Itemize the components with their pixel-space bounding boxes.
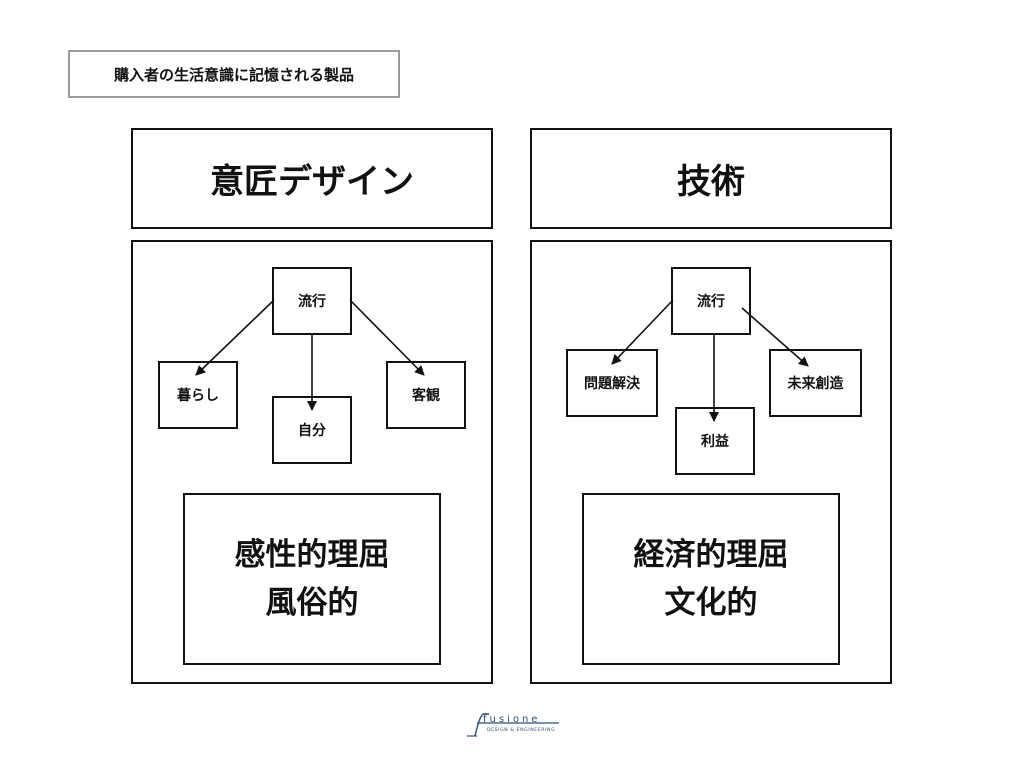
design-title: 意匠デザイン (131, 128, 493, 229)
design-node-trend: 流行 (272, 267, 352, 335)
tech-node-future-creation: 未来創造 (769, 349, 862, 417)
svg-text:fusione: fusione (483, 714, 540, 725)
tech-node-profit: 利益 (675, 407, 755, 475)
design-node-self: 自分 (272, 396, 352, 464)
tech-summary-line2: 文化的 (664, 585, 758, 621)
design-node-lifestyle: 暮らし (158, 361, 238, 429)
context-label: 購入者の生活意識に記憶される製品 (68, 50, 400, 98)
technology-panel (530, 240, 892, 684)
design-summary: 感性的理屈 風俗的 (183, 493, 441, 665)
fusione-logo: fusione DESIGN & ENGINEERING (467, 713, 559, 737)
svg-text:DESIGN & ENGINEERING: DESIGN & ENGINEERING (487, 727, 555, 733)
design-summary-line1: 感性的理屈 (234, 536, 390, 573)
tech-node-problem-solving: 問題解決 (566, 349, 658, 417)
design-panel (131, 240, 493, 684)
design-summary-line2: 風俗的 (265, 585, 359, 621)
tech-node-trend: 流行 (671, 267, 751, 335)
tech-summary: 経済的理屈 文化的 (582, 493, 840, 665)
design-node-objective: 客観 (386, 361, 466, 429)
technology-title: 技術 (530, 128, 892, 229)
tech-summary-line1: 経済的理屈 (633, 536, 789, 573)
